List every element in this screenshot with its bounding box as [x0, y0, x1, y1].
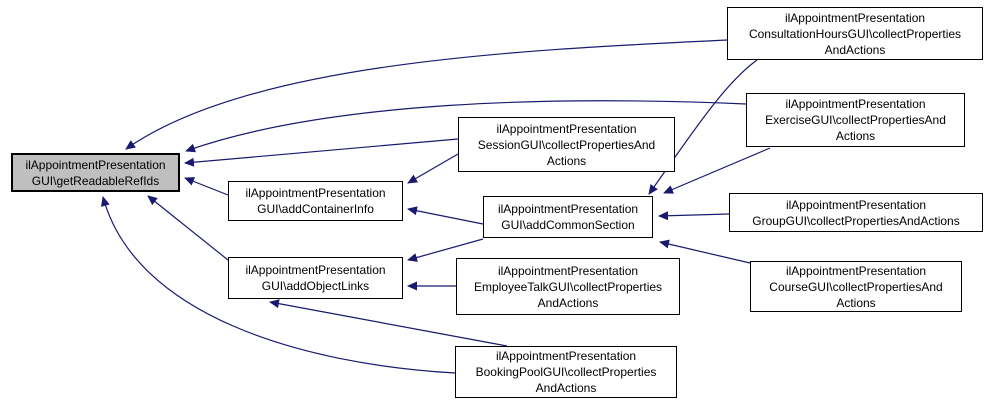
edge-bookingPool-to-addObjectLinks: [269, 299, 508, 347]
node-label-line: GUI\addCommonSection: [501, 218, 635, 232]
edge-bookingPool-to-getReadableRefIds: [101, 196, 456, 374]
node-label-line: ilAppointmentPresentation: [784, 10, 926, 25]
edge-session-to-addContainerInfo: [407, 153, 459, 184]
node-label-line: SessionGUI\collectPropertiesAnd: [477, 137, 656, 152]
node-label-line: ilAppointmentPresentation: [497, 202, 639, 216]
node-label-line: EmployeeTalkGUI\collectProperties: [473, 279, 663, 294]
edge-consultationHours-to-getReadableRefIds: [125, 39, 728, 150]
node-label-line: ConsultationHoursGUI\collectProperties: [748, 26, 962, 41]
edge-consultationHours-to-commonSection: [648, 59, 758, 195]
node-label-line: ilAppointmentPresentation: [25, 157, 166, 172]
edge-addContainerInfo-to-getReadableRefIds: [184, 177, 229, 196]
edge-exercise-to-getReadableRefIds: [185, 100, 747, 153]
node-label-line: ilAppointmentPresentation: [496, 121, 637, 136]
node-label-line: ilAppointmentPresentation: [495, 349, 637, 363]
node-label-line: AndActions: [535, 381, 597, 395]
node-label-line: GUI\addObjectLinks: [261, 279, 370, 293]
edge-commonSection-to-addContainerInfo: [407, 206, 484, 225]
node-label-line: AndActions: [537, 295, 599, 310]
edge-group-to-commonSection: [658, 211, 730, 221]
node-label-line: ilAppointmentPresentation: [785, 263, 927, 278]
node-label-line: GroupGUI\collectPropertiesAndActions: [752, 213, 960, 228]
node-label-line: Actions: [546, 153, 587, 168]
node-label-line: BookingPoolGUI\collectProperties: [475, 365, 657, 379]
edge-course-to-commonSection: [659, 239, 751, 264]
node-label-line: ilAppointmentPresentation: [497, 263, 639, 278]
node-label-line: AndActions: [824, 42, 886, 57]
node-label-line: ilAppointmentPresentation: [785, 197, 927, 212]
node-label-line: ExerciseGUI\collectPropertiesAnd: [765, 113, 946, 127]
edge-session-to-getReadableRefIds: [184, 138, 459, 167]
node-label-line: GUI\addContainerInfo: [257, 202, 374, 216]
node-label-line: ilAppointmentPresentation: [245, 186, 386, 200]
node-label-line: ilAppointmentPresentation: [245, 263, 386, 277]
node-label-line: CourseGUI\collectPropertiesAnd: [769, 279, 943, 294]
node-label-line: GUI\getReadableRefIds: [31, 173, 160, 188]
edge-addObjectLinks-to-getReadableRefIds: [147, 195, 229, 261]
node-label-line: Actions: [835, 129, 876, 143]
edge-commonSection-to-addObjectLinks: [407, 238, 484, 262]
node-label-line: Actions: [836, 295, 876, 310]
node-label-line: ilAppointmentPresentation: [785, 97, 926, 111]
edge-exercise-to-commonSection: [663, 147, 771, 194]
